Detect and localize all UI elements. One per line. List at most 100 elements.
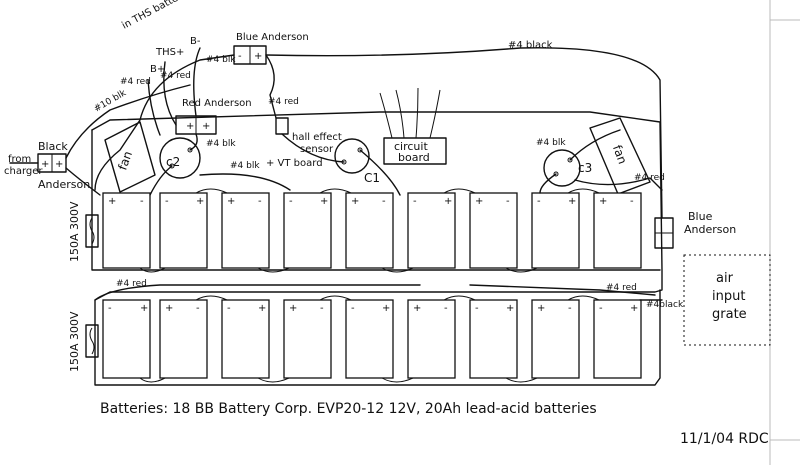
black4-top-label: #4 black	[508, 40, 553, 51]
battery	[469, 192, 518, 269]
svg-text:-: -	[196, 303, 200, 314]
red4-b-label: #4 red	[160, 71, 191, 81]
battery	[345, 299, 394, 379]
c3-label: c3	[578, 161, 592, 175]
capacitor-c2: c2	[159, 137, 201, 179]
hall-effect-label-2: sensor	[300, 144, 334, 155]
svg-text:+: +	[202, 121, 210, 132]
red4-a-label: #4 red	[120, 77, 151, 87]
svg-text:-: -	[320, 303, 324, 314]
svg-text:+: +	[599, 196, 607, 207]
svg-text:+: +	[444, 196, 452, 207]
circuit-board-label-1: circuit	[394, 140, 428, 153]
air-grate-label-1: air	[716, 271, 734, 286]
svg-text:+: +	[254, 51, 262, 62]
svg-text:-: -	[599, 303, 603, 314]
svg-text:+: +	[289, 303, 297, 314]
svg-text:+: +	[506, 303, 514, 314]
battery	[407, 192, 456, 269]
svg-text:+: +	[351, 196, 359, 207]
enclosure-upper-left	[91, 129, 661, 271]
battery	[159, 192, 208, 269]
svg-text:+: +	[537, 303, 545, 314]
blk4-c-label: #4 blk	[230, 161, 260, 171]
red4-row2-right-label: #4 red	[606, 283, 637, 293]
battery	[102, 192, 151, 269]
circuit-board-label-2: board	[398, 151, 430, 164]
battery	[531, 299, 580, 379]
blue-anderson-right-connector: Blue Anderson	[654, 210, 736, 249]
red4-right-label: #4 red	[634, 173, 665, 183]
svg-text:-: -	[258, 196, 262, 207]
svg-text:-: -	[382, 196, 386, 207]
fan-right-label: fan	[610, 143, 630, 166]
b-plus-label: B+	[150, 64, 165, 75]
svg-text:-: -	[238, 51, 242, 62]
svg-text:-: -	[630, 196, 634, 207]
battery	[102, 299, 151, 379]
battery	[593, 192, 642, 269]
svg-text:+: +	[196, 196, 204, 207]
blk4-d-label: #4 blk	[536, 138, 566, 148]
svg-text:+: +	[165, 303, 173, 314]
air-grate-label-3: grate	[712, 307, 747, 322]
battery	[159, 299, 208, 379]
svg-text:+: +	[227, 196, 235, 207]
battery	[593, 299, 642, 379]
fan-left: fan	[104, 121, 156, 193]
svg-text:+: +	[186, 121, 194, 132]
b-minus-label: B-	[190, 36, 201, 47]
svg-text:-: -	[289, 196, 293, 207]
svg-text:-: -	[165, 196, 169, 207]
svg-text:+: +	[55, 159, 63, 170]
fuse-top-label: 150A 300V	[68, 201, 81, 262]
battery	[469, 299, 518, 379]
battery	[531, 192, 580, 269]
battery	[283, 192, 332, 269]
svg-text:+: +	[413, 303, 421, 314]
black-anderson-label-2: Anderson	[38, 178, 90, 191]
battery-row-1: +- -+ +- -+ +- -+ +- -+ +-	[102, 188, 642, 273]
capacitor-c3: c3	[543, 149, 592, 187]
battery	[283, 299, 332, 379]
svg-text:+: +	[475, 196, 483, 207]
battery	[221, 299, 270, 379]
fan-left-label: fan	[115, 149, 135, 172]
svg-text:-: -	[140, 196, 144, 207]
fuse-top: 150A 300V	[68, 201, 99, 262]
blk4-b-label: #4 blk	[206, 139, 236, 149]
svg-text:-: -	[475, 303, 479, 314]
black4-row2-label: #4black	[646, 300, 684, 310]
date-signature: 11/1/04 RDC	[680, 431, 769, 447]
svg-text:+: +	[108, 196, 116, 207]
blk10-label: #10 blk	[93, 88, 129, 115]
red4-row2-left-label: #4 red	[116, 279, 147, 289]
c1-label: C1	[364, 171, 380, 185]
svg-text:-: -	[227, 303, 231, 314]
ths-plus-label: THS+	[155, 47, 184, 58]
red4-c-label: #4 red	[268, 97, 299, 107]
svg-text:+: +	[140, 303, 148, 314]
hall-effect-label-1: hall effect	[292, 132, 342, 143]
battery	[221, 192, 270, 269]
hall-effect-sensor: hall effect sensor + VT board	[266, 117, 342, 169]
from-charger-label-1: from	[8, 154, 31, 165]
fuse-bottom-label: 150A 300V	[68, 311, 81, 372]
vt-board-label: + VT board	[266, 158, 323, 169]
graph-paper-lines	[769, 0, 800, 465]
svg-text:+: +	[630, 303, 638, 314]
wiring	[65, 47, 663, 301]
battery-row-2: -+ +- -+ +- -+ +- -+ +- -+	[102, 295, 642, 383]
blue-anderson-top-connector: - + Blue Anderson	[233, 32, 309, 65]
blue-anderson-right-label-2: Anderson	[684, 223, 736, 236]
air-input-grate: air input grate	[683, 254, 771, 346]
svg-text:-: -	[413, 196, 417, 207]
svg-text:+: +	[41, 159, 49, 170]
c2-label: c2	[166, 155, 180, 169]
blue-anderson-top-label: Blue Anderson	[236, 32, 309, 43]
svg-text:+: +	[382, 303, 390, 314]
blk4-a-label: #4 blk	[206, 55, 236, 65]
red-anderson-label: Red Anderson	[182, 98, 252, 109]
svg-text:-: -	[568, 303, 572, 314]
